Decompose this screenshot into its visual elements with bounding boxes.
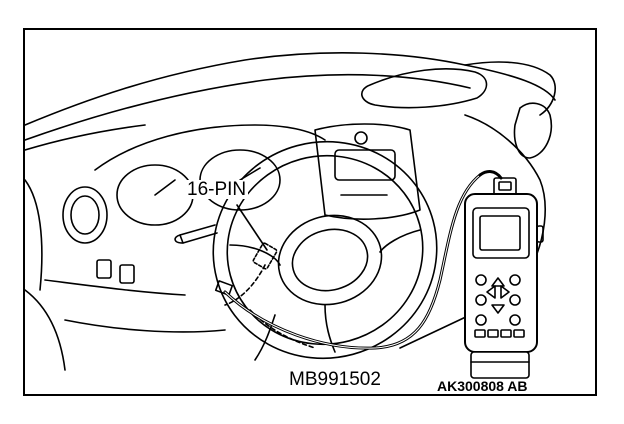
vent-right: [513, 102, 552, 159]
arrow-right-key: [500, 285, 510, 299]
dash-right-lower: [464, 114, 546, 271]
key-row-4: [513, 329, 525, 338]
switch-1: [96, 259, 112, 279]
tool-label: MB991502: [287, 369, 383, 390]
tester-top-connector-inner: [498, 181, 512, 191]
stalk-left: [179, 224, 218, 244]
wheel-spoke-right: [379, 229, 421, 253]
cluster-hood: [94, 124, 326, 171]
vent-left: [62, 186, 108, 244]
dlc-plug: [214, 280, 234, 296]
tester-body: [464, 193, 538, 353]
key-row-1: [474, 329, 486, 338]
key-row-3: [500, 329, 512, 338]
vent-left-inner: [70, 195, 100, 235]
key-row-2: [487, 329, 499, 338]
key-4: [509, 294, 521, 306]
dash-left-side: [25, 179, 43, 291]
connector-label: 16-PIN: [185, 179, 249, 200]
glovebox-outline: [361, 68, 488, 109]
steering-wheel-rim-inner: [226, 154, 424, 346]
tester-cable-outline: [224, 174, 481, 349]
dash-left-curve: [25, 289, 66, 371]
key-5: [475, 314, 487, 326]
steering-wheel-rim-outer: [212, 140, 438, 360]
illustration-frame: 16-PIN MB991502 AK300808 AB: [23, 28, 597, 396]
lower-dash-left: [44, 279, 186, 296]
tester-display: [479, 215, 521, 251]
arrow-up-key: [491, 277, 505, 287]
stalk-left-tip: [174, 234, 184, 244]
arrow-left-key: [486, 285, 496, 299]
tester-device: [464, 170, 544, 379]
gauge-needle-left: [154, 179, 176, 196]
switch-2: [119, 264, 135, 284]
wheel-spoke-left: [229, 244, 281, 266]
dashboard-top-inner: [25, 73, 471, 141]
console-knob-1: [354, 131, 368, 145]
dash-right-contour: [464, 61, 556, 116]
center-console: [314, 123, 421, 220]
connector-harness: [224, 264, 266, 306]
key-1: [475, 274, 487, 286]
airbag-pad: [291, 228, 369, 292]
tester-cable-top: [478, 170, 503, 180]
tester-display-bezel: [472, 207, 530, 259]
key-6: [509, 314, 521, 326]
steering-wheel-hub: [277, 214, 383, 306]
figure-code: AK300808 AB: [437, 378, 528, 394]
dashboard-front-edge: [25, 124, 146, 151]
dashboard-top-line: [25, 52, 556, 126]
knee-panel: [64, 319, 226, 333]
wheel-spoke-bottom: [324, 304, 336, 353]
tool-leader-line: [399, 314, 471, 349]
arrow-down-key: [491, 304, 505, 314]
dashboard-illustration: [25, 52, 556, 379]
dlc-connector: [252, 242, 278, 270]
pin-leader-line: [236, 204, 268, 251]
key-3: [475, 294, 487, 306]
key-2: [509, 274, 521, 286]
steering-column: [254, 314, 276, 361]
tester-base: [470, 351, 530, 379]
tester-side-tab: [536, 225, 544, 243]
